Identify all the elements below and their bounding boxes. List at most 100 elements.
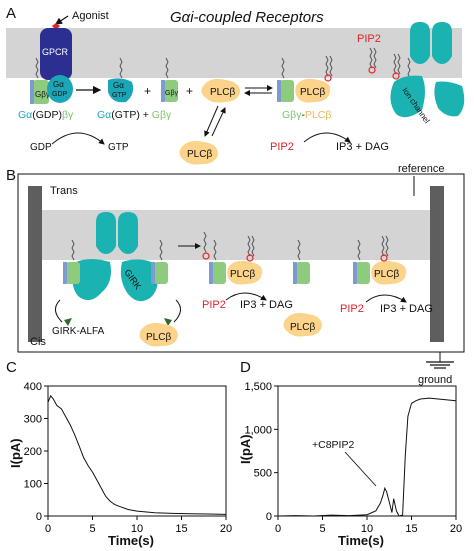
agonist-arrow <box>55 15 69 25</box>
chart-d-ytick-label: 0 <box>266 511 272 523</box>
gbg-free <box>164 80 178 102</box>
girk-cyto-right <box>120 259 158 302</box>
cis-label: Cis <box>30 336 46 348</box>
pip2-substrate-b2: PIP2 <box>340 303 364 315</box>
panel-a-title: Gαi-coupled Receptors <box>170 9 324 26</box>
gbg-girk-left <box>66 262 80 284</box>
eq-arrow-down <box>204 105 219 137</box>
girk-channel-left <box>96 212 116 254</box>
gbg-complex-anchor <box>277 80 281 102</box>
galpha-gtp-label: Gα <box>113 81 124 90</box>
chart-d-xlabel: Time(s) <box>338 533 384 548</box>
chart-c-ytick-label: 300 <box>24 414 42 426</box>
chart-d-xtick-label: 5 <box>319 523 325 535</box>
chart-c-ytick-label: 0 <box>36 511 42 523</box>
gbg-girk-right-anchor <box>151 262 155 284</box>
gbg-plcb-b2-anchor <box>353 262 357 284</box>
ion-channel-left <box>410 22 430 64</box>
gbg-free-anchor <box>161 80 165 102</box>
galpha-label: Gα <box>53 80 64 89</box>
chart-d-ytick-label: 500 <box>254 468 272 480</box>
plcb-cytosol-b2-label: PLCβ <box>290 322 315 333</box>
plcb-cytosol-b1 <box>139 323 178 347</box>
panel-c-letter: C <box>6 359 17 376</box>
plcb-b1-label: PLCβ <box>230 269 255 280</box>
products-b2: IP3 + DAG <box>380 303 433 315</box>
chart-c-frame <box>47 385 227 517</box>
gbg-girk-right <box>154 262 168 284</box>
gbg-girk-left-anchor <box>63 262 67 284</box>
plcb-cytosol-label: PLCβ <box>187 149 212 160</box>
gbg-complex <box>280 80 294 102</box>
chart-d-x-ticks: 0 5 10 15 20 <box>275 516 462 535</box>
chart-d-ytick-label: 1,500 <box>244 381 272 393</box>
pip2-hydrolysis-arrow-a <box>303 132 351 143</box>
ga-gdp-bg-label: Gα(GDP)βγ <box>18 109 74 121</box>
chart-c-ytick-label: 400 <box>24 381 42 393</box>
gbg-plcb-b1-anchor <box>209 262 213 284</box>
pip2-membrane-label: PIP2 <box>357 33 381 45</box>
gbg-free-label: Gβγ <box>165 90 178 97</box>
pip2-headgroup-a1 <box>324 74 332 82</box>
alfa-arrow-right <box>173 299 181 323</box>
panel-b: B Trans Cis reference ground GIRK GIRK-A… <box>6 163 465 386</box>
gtp-exchange-label: GTP <box>108 142 129 153</box>
chart-d-xtick-label: 0 <box>275 523 281 535</box>
pip2-headgroup-a2 <box>368 66 376 74</box>
chart-c-xtick-label: 15 <box>175 523 187 535</box>
lipid-tails-b <box>71 231 389 261</box>
chart-d-xtick-label: 15 <box>405 523 417 535</box>
chart-d-series-line <box>277 397 457 517</box>
chart-d-frame <box>277 385 457 517</box>
chart-d-y-ticks: 0 500 1,000 1,500 <box>244 381 278 523</box>
galpha-gtp <box>108 78 134 103</box>
pip2-headgroup-b2 <box>246 254 254 262</box>
plcb-b2 <box>371 260 407 285</box>
chart-d-xtick-label: 10 <box>361 523 373 535</box>
gbg-free-b <box>296 262 310 284</box>
gbg-label: Gβγ <box>35 90 50 99</box>
ion-channel-cyto-right <box>434 81 465 117</box>
plcb-cytosol-b1-label: PLCβ <box>146 332 171 343</box>
pip2-substrate-a: PIP2 <box>270 141 294 153</box>
pip2-hydrolysis-arrow-b2 <box>365 294 407 303</box>
plcb-b2-label: PLCβ <box>374 269 399 280</box>
svg-text:Gβγ-PLCβ: Gβγ-PLCβ <box>282 109 331 121</box>
chamber-wall-left <box>28 186 42 342</box>
girk-cyto-left <box>72 259 111 301</box>
lipid-tails-a <box>35 47 411 79</box>
chamber-wall-right <box>430 186 444 342</box>
trans-label: Trans <box>50 185 78 197</box>
plus-sign: + <box>144 84 151 98</box>
gbg-plcb-b1 <box>212 262 226 284</box>
alfa-tag-right-icon <box>164 318 172 326</box>
plcb-cytosol <box>179 141 218 165</box>
chart-c-series-line <box>47 394 227 515</box>
svg-text:Gα(GTP) + Gβγ: Gα(GTP) + Gβγ <box>97 109 172 121</box>
chart-d-ytick-label: 1,000 <box>244 424 272 436</box>
plcb-cytosol-b2 <box>283 313 322 337</box>
gbg-subunit <box>33 80 49 104</box>
chart-c-xtick-label: 10 <box>131 523 143 535</box>
reference-label: reference <box>398 163 444 175</box>
gbg-anchor <box>30 80 34 104</box>
gbg-plcb-b2 <box>356 262 370 284</box>
svg-text:Gα(GDP)βγ: Gα(GDP)βγ <box>18 109 74 121</box>
girk-alfa-label: GIRK-ALFA <box>52 326 105 337</box>
chart-d-ylabel: I(pA) <box>238 434 253 464</box>
gbg-free-b-anchor <box>293 262 297 284</box>
ga-gtp-gbg-label: Gα(GTP) + Gβγ <box>97 109 172 121</box>
galpha-subunit <box>47 75 73 103</box>
chart-c-xlabel: Time(s) <box>108 533 154 548</box>
agonist-icon <box>52 23 60 30</box>
chart-d-annotation: +C8PIP2 <box>312 439 354 451</box>
gpcr <box>40 28 72 80</box>
products-b1: IP3 + DAG <box>240 299 293 311</box>
girk-channel-right <box>118 212 138 254</box>
chart-d-xtick-label: 20 <box>450 523 462 535</box>
galpha-gdp-label: GDP <box>52 91 68 98</box>
ion-channel-right <box>432 22 452 64</box>
